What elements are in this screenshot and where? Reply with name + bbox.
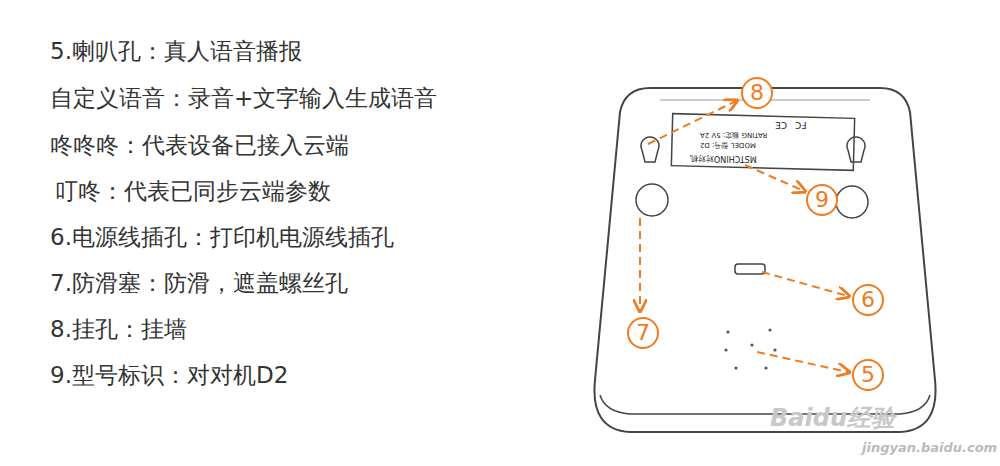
speaker-hole (724, 328, 776, 369)
power-port (735, 264, 765, 274)
callout-number: 8 (750, 82, 764, 104)
feature-text: 6.电源线插孔：打印机电源线插孔 (50, 224, 394, 252)
anti-slip-plug (636, 184, 868, 218)
callout-number: 9 (815, 189, 829, 211)
callout-number: 7 (636, 322, 650, 344)
printer-housing (594, 88, 935, 432)
feature-text: 9.型号标识：对对机D2 (50, 362, 288, 390)
feature-text: 8.挂孔：挂墙 (50, 316, 187, 344)
plate-text: MSTCHINO对对机 (690, 153, 757, 163)
model-plate (671, 114, 854, 171)
callout-number: 5 (861, 364, 875, 386)
feature-text: 5.喇叭孔：真人语音播报 (50, 38, 302, 66)
plate-text: CE (775, 119, 787, 130)
feature-text: 叮咚：代表已同步云端参数 (55, 178, 331, 206)
callout-circle: 8 (741, 77, 773, 109)
leader-arrow (640, 101, 848, 372)
watermark: Baidu经验 (770, 404, 895, 433)
feature-text: 自定义语音：录音+文字输入生成语音 (50, 85, 437, 113)
plate-text: FC (795, 119, 806, 130)
callout-circle: 5 (852, 359, 884, 391)
feature-text: 7.防滑塞：防滑，遮盖螺丝孔 (50, 270, 348, 298)
feature-text: 咚咚咚：代表设备已接入云端 (50, 132, 349, 160)
plate-text: RATING 额定: 5V 2A (700, 131, 767, 139)
callout-circle: 6 (852, 284, 884, 316)
callout-circle: 7 (627, 317, 659, 349)
callout-circle: 9 (806, 184, 838, 216)
watermark: jingyan.baidu.com (862, 440, 997, 456)
hanging-hole (641, 137, 865, 162)
callout-number: 6 (861, 289, 875, 311)
plate-text: MODEL 型号: D2 (700, 141, 756, 149)
